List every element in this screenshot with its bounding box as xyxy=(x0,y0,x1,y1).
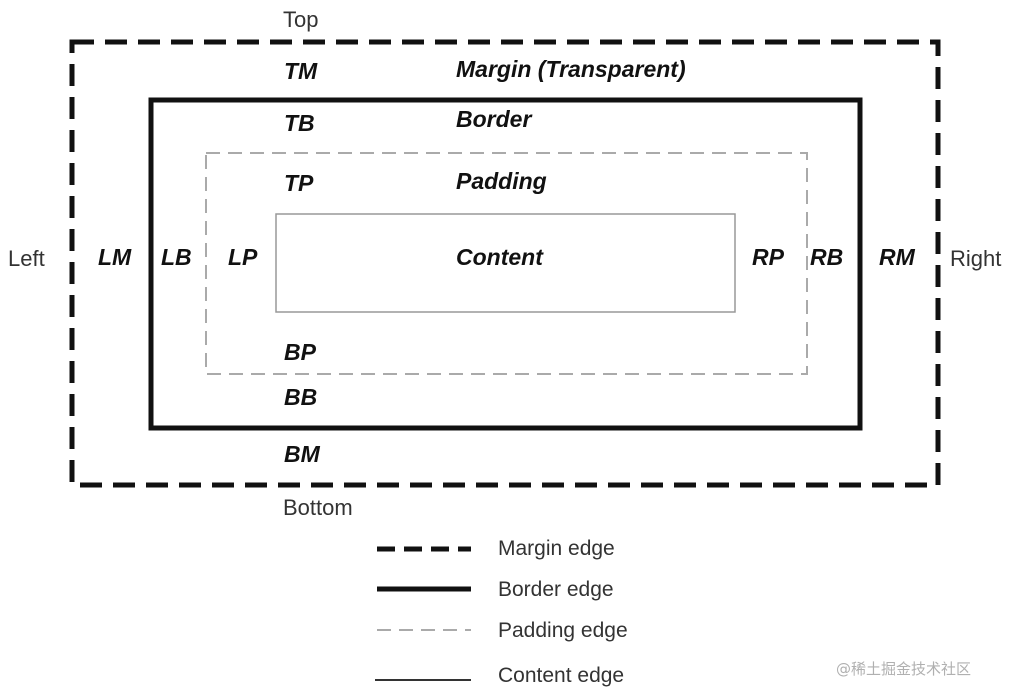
side-label-left: Left xyxy=(8,246,45,271)
side-label-top: Top xyxy=(283,7,318,32)
padding-top-label: TP xyxy=(284,170,314,196)
padding-title: Padding xyxy=(456,168,547,194)
border-edge-box xyxy=(148,97,863,431)
legend-padding-label: Padding edge xyxy=(498,619,628,642)
content-edge-box xyxy=(275,213,736,313)
border-top-label: TB xyxy=(284,110,315,136)
margin-top-label: TM xyxy=(284,58,318,84)
padding-edge-box xyxy=(205,152,808,375)
margin-right-label: RM xyxy=(879,244,916,270)
watermark-text: @稀土掘金技术社区 xyxy=(836,660,971,678)
legend-border-label: Border edge xyxy=(498,578,614,601)
legend-content-label: Content edge xyxy=(498,664,624,687)
legend-margin-label: Margin edge xyxy=(498,537,615,560)
border-left-label: LB xyxy=(161,244,192,270)
border-title: Border xyxy=(456,106,532,132)
margin-bottom-label: BM xyxy=(284,441,321,467)
padding-left-label: LP xyxy=(228,244,258,270)
margin-edge-box xyxy=(69,39,941,488)
margin-title: Margin (Transparent) xyxy=(456,56,686,82)
side-label-bottom: Bottom xyxy=(283,495,353,520)
padding-right-label: RP xyxy=(752,244,785,270)
border-right-label: RB xyxy=(810,244,843,270)
content-title: Content xyxy=(456,244,544,270)
side-label-right: Right xyxy=(950,246,1001,271)
padding-bottom-label: BP xyxy=(284,339,317,365)
margin-left-label: LM xyxy=(98,244,132,270)
border-bottom-label: BB xyxy=(284,384,317,410)
